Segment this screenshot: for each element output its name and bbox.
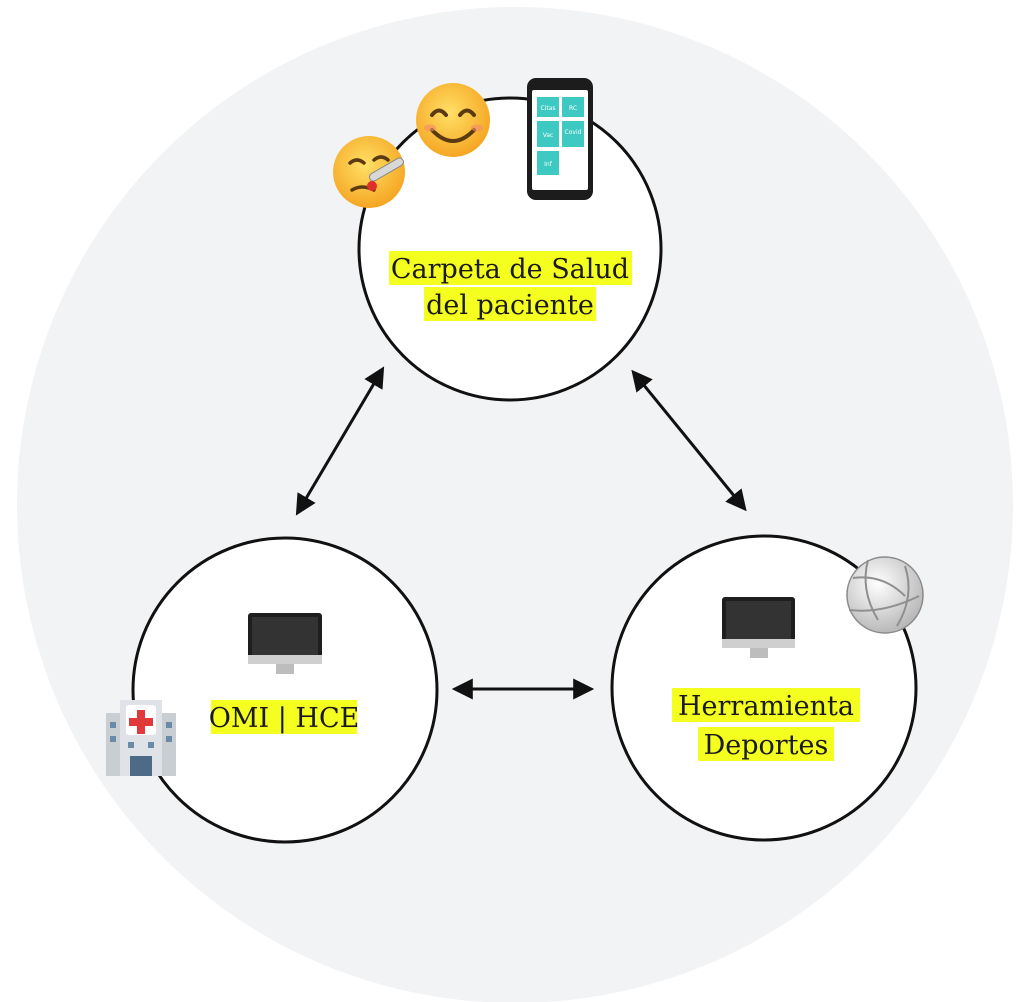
label-highlight-right-1 <box>672 688 860 722</box>
label-highlight-right-2 <box>698 727 834 761</box>
volleyball-icon <box>846 556 924 634</box>
phone-tile-label: Inf <box>544 161 553 168</box>
phone-tile-label: Vac <box>543 132 554 139</box>
phone-tile-label: RC <box>569 105 577 112</box>
node-label-top-line1: Carpeta de Salud <box>391 254 629 285</box>
node-circle-top <box>357 96 663 402</box>
hospital-icon <box>106 700 176 776</box>
node-label-right-line1: Herramienta <box>678 691 854 722</box>
smartphone-icon: Citas RC Vac Covid Inf <box>527 78 593 200</box>
desktop-computer-icon <box>248 613 322 674</box>
arrow-top-left <box>295 366 385 516</box>
node-omi-hce: OMI | HCE <box>106 536 439 844</box>
label-highlight-top-2 <box>424 287 596 321</box>
node-label-right-line2: Deportes <box>704 730 829 761</box>
desktop-computer-icon <box>722 597 795 658</box>
node-circle-left <box>131 536 439 844</box>
phone-tile-label: Covid <box>565 129 582 136</box>
phone-tile-label: Citas <box>540 105 555 112</box>
label-highlight-left <box>211 700 357 734</box>
node-carpeta-de-salud: Carpeta de Salud del paciente Citas RC V… <box>333 78 663 402</box>
node-herramienta-deportes: Herramienta Deportes <box>610 534 924 842</box>
node-label-left: OMI | HCE <box>209 703 360 734</box>
arrow-top-right <box>631 369 747 512</box>
smiling-face-icon <box>416 83 490 157</box>
label-highlight-top-1 <box>389 251 632 285</box>
node-label-top-line2: del paciente <box>426 290 594 321</box>
face-with-thermometer-icon <box>333 136 405 208</box>
